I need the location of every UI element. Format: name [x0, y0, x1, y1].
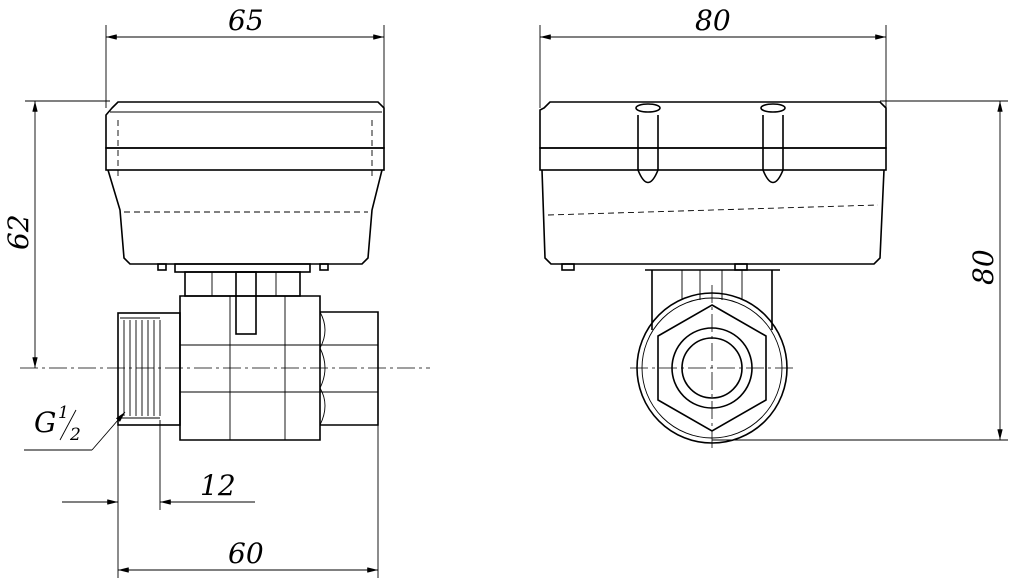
- dimension-65: [105, 25, 385, 108]
- actuator-side: [105, 101, 385, 271]
- front-view: [539, 101, 887, 450]
- dimension-12-label: 12: [200, 469, 236, 502]
- dimension-80-right-label: 80: [967, 249, 1000, 285]
- thread-leader: [24, 411, 126, 451]
- valve-body-front: [630, 285, 795, 450]
- dimension-60-label: 60: [228, 537, 264, 570]
- dimension-62: [25, 100, 110, 368]
- stem-side: [174, 263, 311, 335]
- dimension-80-right: [712, 100, 1008, 441]
- stem-front: [645, 269, 780, 330]
- dimension-65-label: 65: [228, 4, 264, 37]
- dimension-80-top-label: 80: [695, 4, 731, 37]
- thread-label-letter: G: [34, 406, 56, 439]
- dimension-80-top: [539, 25, 887, 108]
- side-view: [20, 101, 430, 441]
- dimension-62-label: 62: [2, 214, 35, 250]
- thread-label-numerator: 1: [58, 403, 69, 423]
- actuator-front: [539, 101, 887, 271]
- dimension-12: [62, 420, 255, 578]
- thread-label-denominator: 2: [69, 425, 81, 445]
- dimension-60: [118, 425, 379, 578]
- valve-body-side: [20, 295, 430, 441]
